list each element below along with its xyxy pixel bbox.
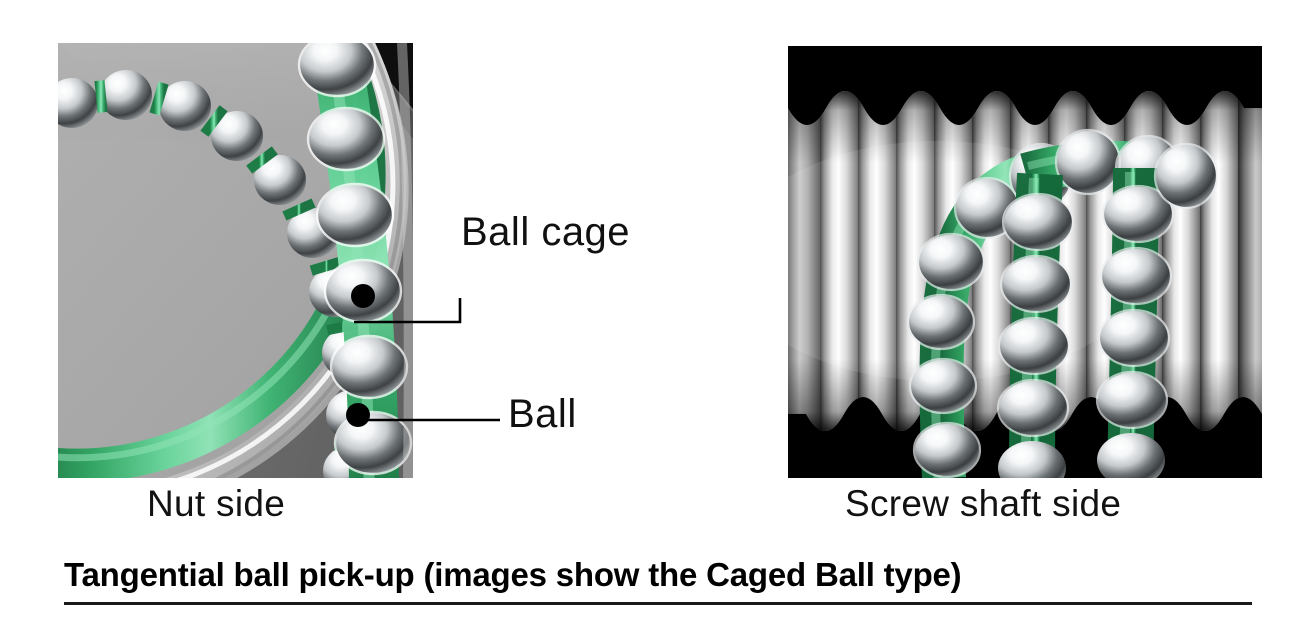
callout-dot-ball-cage bbox=[351, 284, 375, 308]
panel-screw-shaft-side bbox=[788, 46, 1262, 478]
ball-chain-2 bbox=[996, 172, 1075, 478]
panel-caption-screw-shaft-side: Screw shaft side bbox=[845, 483, 1122, 524]
leader-line-ball bbox=[352, 415, 502, 425]
leader-line-ball-cage bbox=[352, 296, 482, 390]
panel-caption-nut-side: Nut side bbox=[147, 483, 286, 524]
caption-underline-rule bbox=[64, 602, 1252, 605]
nut-side-render bbox=[58, 43, 413, 478]
panel-nut-side bbox=[58, 43, 413, 478]
ball-chain-transfer-end bbox=[1153, 142, 1219, 210]
ball-chain-3 bbox=[1095, 167, 1175, 478]
figure-caption: Tangential ball pick-up (images show the… bbox=[64, 556, 962, 593]
callout-label-ball-cage: Ball cage bbox=[461, 210, 631, 254]
ball-chain-1 bbox=[906, 142, 1074, 478]
callout-label-ball: Ball bbox=[508, 392, 577, 436]
screw-shaft-render bbox=[788, 46, 1262, 478]
